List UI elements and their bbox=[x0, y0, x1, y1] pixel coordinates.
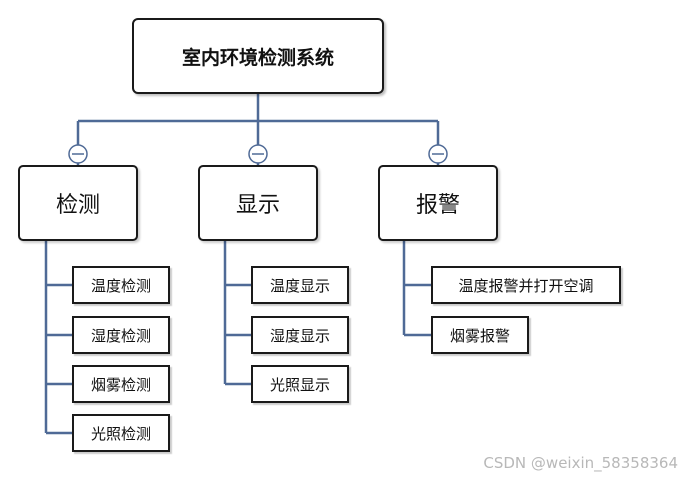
root-node[interactable]: 室内环境检测系统 bbox=[132, 18, 384, 94]
leaf-node-light-display[interactable]: 光照显示 bbox=[251, 365, 349, 403]
leaf-node-light-detect[interactable]: 光照检测 bbox=[72, 414, 170, 452]
branch-node-detect[interactable]: 检测 bbox=[18, 165, 138, 241]
leaf-node-temperature-alarm[interactable]: 温度报警并打开空调 bbox=[431, 266, 621, 304]
collapse-toggle-2[interactable] bbox=[248, 144, 268, 164]
leaf-node-smoke-alarm[interactable]: 烟雾报警 bbox=[431, 316, 529, 354]
watermark: CSDN @weixin_58358364 bbox=[483, 454, 678, 472]
leaf-node-smoke-detect[interactable]: 烟雾检测 bbox=[72, 365, 170, 403]
leaf-node-humidity-detect[interactable]: 湿度检测 bbox=[72, 316, 170, 354]
branch-node-alarm[interactable]: 报警 bbox=[378, 165, 498, 241]
branch-node-display[interactable]: 显示 bbox=[198, 165, 318, 241]
collapse-toggle-1[interactable] bbox=[68, 144, 88, 164]
leaf-node-temperature-detect[interactable]: 温度检测 bbox=[72, 266, 170, 304]
leaf-node-humidity-display[interactable]: 湿度显示 bbox=[251, 316, 349, 354]
leaf-node-temperature-display[interactable]: 温度显示 bbox=[251, 266, 349, 304]
collapse-toggle-3[interactable] bbox=[428, 144, 448, 164]
